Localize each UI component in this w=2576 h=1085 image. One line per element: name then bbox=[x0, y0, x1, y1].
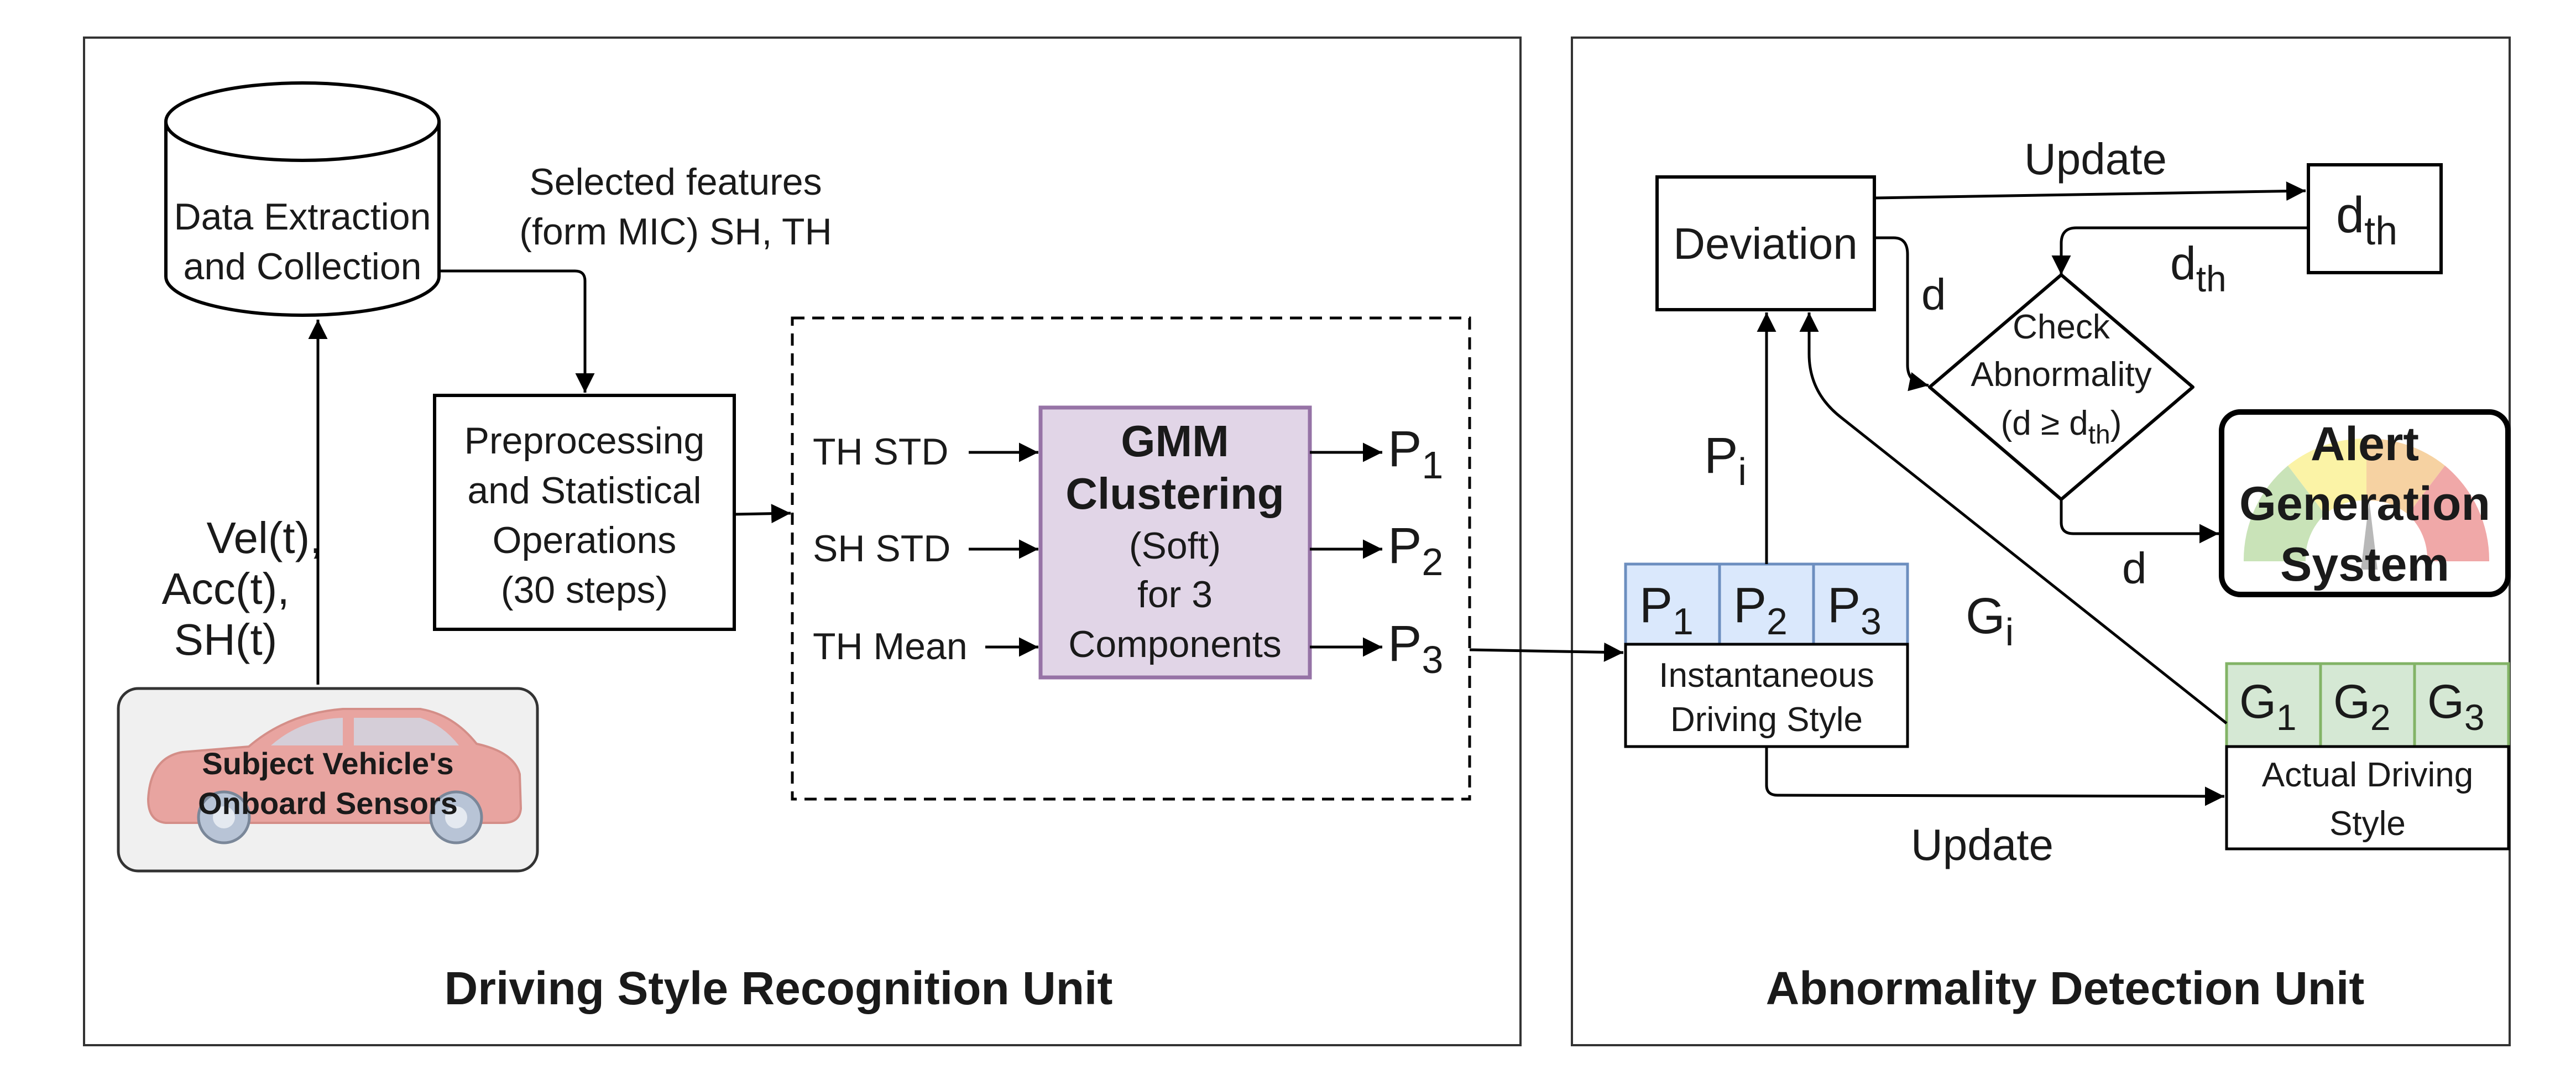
selected-features-line2: (form MIC) SH, TH bbox=[519, 211, 832, 253]
alert-line3: System bbox=[2280, 538, 2449, 591]
gmm-group-frame bbox=[791, 316, 1471, 801]
deviation-box: Deviation bbox=[1655, 175, 1876, 311]
pi-edge-label: Pi bbox=[1704, 427, 1747, 493]
check-line1: Check bbox=[2013, 308, 2110, 346]
connector-deviation-to-threshold bbox=[1874, 181, 2306, 201]
d-edge-label-top: d bbox=[1921, 270, 1946, 319]
gmm-clustering-box: GMM Clustering (Soft) for 3 Components bbox=[1038, 405, 1312, 680]
threshold-box: dth bbox=[2307, 163, 2443, 274]
actual-line2: Style bbox=[2329, 805, 2406, 843]
sensor-inputs-line1: Vel(t), bbox=[207, 513, 322, 562]
preprocessing-box: Preprocessing and Statistical Operations… bbox=[433, 394, 736, 631]
actual-line1: Actual Driving bbox=[2262, 756, 2473, 794]
check-line2: Abnormality bbox=[1971, 356, 2151, 394]
recognition-unit-title: Driving Style Recognition Unit bbox=[445, 962, 1113, 1014]
gmm-line1: GMM bbox=[1121, 416, 1229, 466]
dth-edge-label: dth bbox=[2170, 237, 2227, 299]
gmm-input-th-mean: TH Mean bbox=[813, 625, 968, 667]
alert-line2: Generation bbox=[2239, 477, 2490, 530]
actual-cell-g2: G2 bbox=[2333, 675, 2391, 738]
gi-edge-label: Gi bbox=[1966, 588, 2014, 654]
sensor-inputs-line2: Acc(t), bbox=[161, 564, 289, 613]
connector-threshold-to-check bbox=[2051, 226, 2308, 275]
inst-cell-p3: P3 bbox=[1827, 578, 1882, 643]
connector-preprocessing-to-gmm bbox=[734, 504, 791, 524]
gmm-output-p1: P1 bbox=[1388, 421, 1443, 487]
actual-cell-g1: G1 bbox=[2239, 675, 2297, 738]
instantaneous-line1: Instantaneous bbox=[1659, 656, 1874, 695]
database-label-line2: and Collection bbox=[184, 246, 422, 288]
actual-driving-style-box: G1 G2 G3 Actual Driving Style bbox=[2225, 662, 2510, 851]
preprocessing-line1: Preprocessing bbox=[464, 420, 705, 462]
gmm-output-p3: P3 bbox=[1388, 615, 1443, 681]
check-abnormality-diamond: Check Abnormality (d ≥ dth) bbox=[1928, 273, 2194, 501]
preprocessing-line2: and Statistical bbox=[467, 470, 701, 512]
sensors-label-line1: Subject Vehicle's bbox=[202, 746, 453, 781]
update-bottom-label: Update bbox=[1911, 820, 2054, 869]
connector-actual-to-deviation bbox=[1799, 312, 2228, 724]
gmm-line2: Clustering bbox=[1065, 469, 1284, 518]
alert-line1: Alert bbox=[2311, 418, 2419, 471]
check-line3: (d ≥ dth) bbox=[2001, 404, 2122, 450]
gmm-line3: (Soft) bbox=[1129, 525, 1221, 567]
sensor-inputs-line3: SH(t) bbox=[174, 615, 278, 664]
alert-generation-box: Alert Generation System bbox=[2219, 409, 2511, 597]
connector-deviation-to-check bbox=[1874, 236, 1929, 392]
data-extraction-database: Data Extraction and Collection bbox=[164, 81, 441, 317]
connector-instantaneous-to-actual bbox=[1765, 747, 2225, 806]
threshold-label: dth bbox=[2336, 187, 2397, 253]
car-icon bbox=[147, 708, 522, 844]
deviation-label: Deviation bbox=[1673, 219, 1858, 268]
update-top-label: Update bbox=[2024, 134, 2167, 184]
selected-features-line1: Selected features bbox=[529, 161, 822, 203]
actual-cell-g3: G3 bbox=[2427, 675, 2485, 738]
inst-cell-p1: P1 bbox=[1639, 578, 1694, 643]
gmm-output-p2: P2 bbox=[1388, 518, 1443, 583]
onboard-sensors-box: Subject Vehicle's Onboard Sensors bbox=[117, 687, 539, 873]
instantaneous-line2: Driving Style bbox=[1670, 701, 1863, 739]
instantaneous-driving-style-box: P1 P2 P3 Instantaneous Driving Style bbox=[1624, 562, 1909, 748]
gmm-line5: Components bbox=[1068, 623, 1282, 665]
gmm-input-th-std: TH STD bbox=[813, 431, 949, 473]
connector-check-to-alert bbox=[2060, 499, 2219, 544]
sensors-label-line2: Onboard Sensors bbox=[198, 786, 458, 821]
gmm-input-sh-std: SH STD bbox=[813, 528, 950, 570]
gauge-icon bbox=[2243, 438, 2490, 570]
inst-cell-p2: P2 bbox=[1733, 578, 1788, 643]
connector-gmm-to-instantaneous bbox=[1469, 642, 1624, 662]
preprocessing-line3: Operations bbox=[493, 519, 677, 561]
preprocessing-line4: (30 steps) bbox=[501, 569, 668, 611]
gmm-line4: for 3 bbox=[1137, 573, 1213, 615]
abnormality-unit-title: Abnormality Detection Unit bbox=[1766, 962, 2365, 1014]
connector-db-to-preprocessing bbox=[439, 269, 595, 393]
database-label-line1: Data Extraction bbox=[174, 196, 431, 238]
d-edge-label-bottom: d bbox=[2122, 544, 2147, 593]
